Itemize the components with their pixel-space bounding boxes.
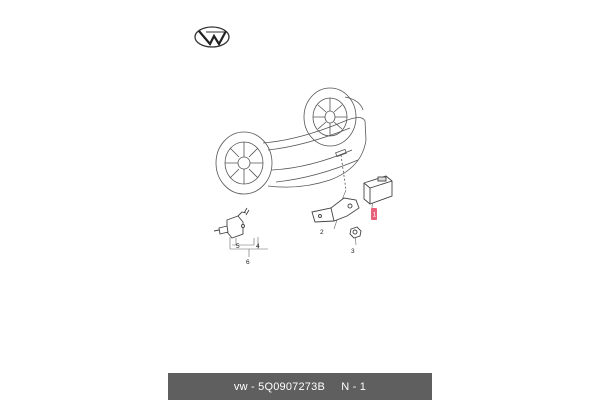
sensor-assembly-part (213, 207, 250, 239)
svg-text:1: 1 (373, 212, 377, 219)
brand-label: vw (233, 380, 248, 393)
front-wheel-illustration (215, 131, 273, 195)
footer-gap (325, 381, 341, 393)
nut-part (349, 226, 362, 239)
bracket-part (311, 197, 360, 223)
separator-label: - (247, 380, 259, 393)
position-label: N - 1 (341, 380, 367, 393)
part-number-label: 5Q0907273B (258, 380, 325, 393)
rear-bumper-illustration (262, 96, 367, 191)
callout-4[interactable]: 4 (256, 243, 260, 250)
sensor-leader-lines (229, 237, 268, 257)
callout-6[interactable]: 6 (246, 259, 250, 266)
brand-logo (194, 26, 230, 48)
control-unit-part (363, 175, 393, 205)
rear-wheel-illustration (303, 87, 357, 147)
part-number-bar: vw - 5Q0907273B N - 1 (168, 373, 432, 400)
callout-2[interactable]: 2 (320, 229, 324, 236)
callout-1[interactable]: 1 (371, 208, 377, 220)
callout-5[interactable]: 5 (236, 243, 240, 250)
callout-3[interactable]: 3 (351, 248, 355, 255)
